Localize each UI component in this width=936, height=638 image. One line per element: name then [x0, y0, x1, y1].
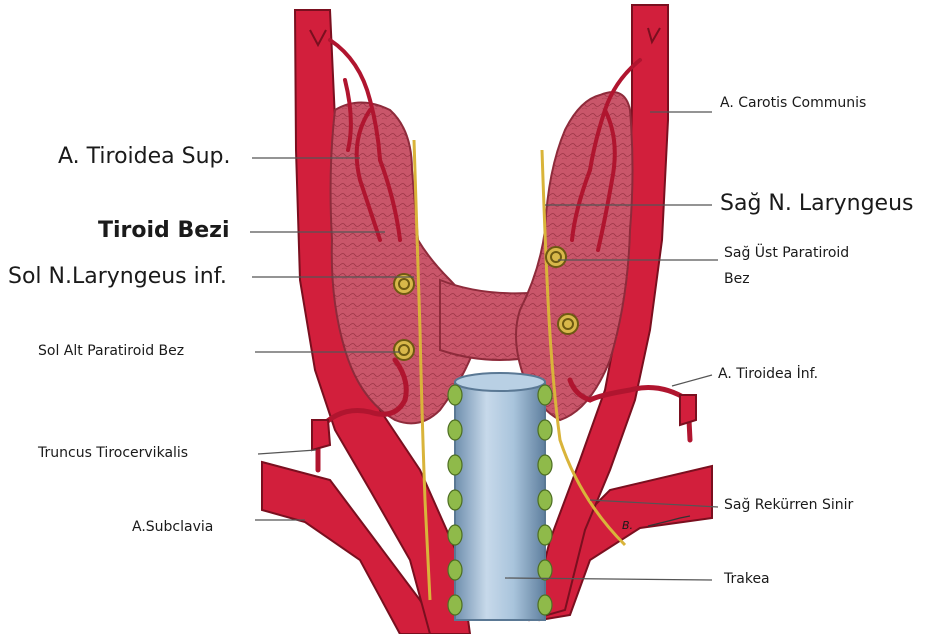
- label-carotis-communis: A. Carotis Communis: [720, 96, 866, 110]
- label-subclavia: A.Subclavia: [132, 520, 213, 534]
- label-sag-laryngeus: Sağ N. Laryngeus: [720, 193, 914, 215]
- trachea: [448, 373, 552, 620]
- label-tiroidea-sup: A. Tiroidea Sup.: [58, 146, 231, 168]
- label-sag-rekurren-sinir: Sağ Rekürren Sinir: [724, 498, 853, 512]
- label-tiroid-bezi: Tiroid Bezi: [98, 220, 230, 242]
- label-trakea: Trakea: [724, 572, 770, 586]
- truncus-stump-left: [312, 420, 330, 450]
- label-sag-ust-paratiroid-line2: Bez: [724, 272, 750, 286]
- label-sol-laryngeus-inf: Sol N.Laryngeus inf.: [8, 266, 227, 288]
- label-tiroidea-inf: A. Tiroidea İnf.: [718, 367, 818, 381]
- label-sol-alt-paratiroid: Sol Alt Paratiroid Bez: [38, 344, 184, 358]
- label-truncus-tirocervikalis: Truncus Tirocervikalis: [38, 446, 188, 460]
- artist-signature: B.: [622, 520, 633, 531]
- label-sag-ust-paratiroid-line1: Sağ Üst Paratiroid: [724, 246, 849, 260]
- truncus-stump-right: [680, 395, 696, 425]
